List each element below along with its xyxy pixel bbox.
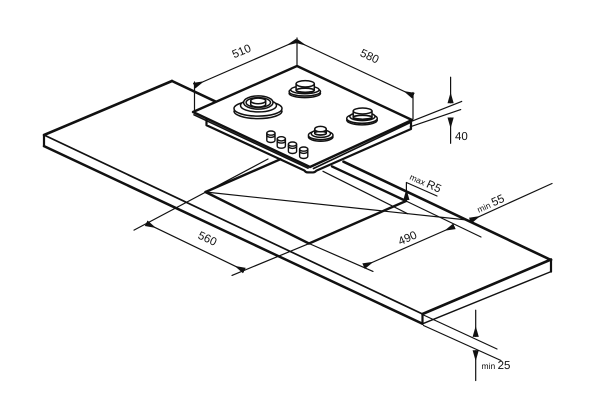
svg-text:max R5: max R5 [408,171,443,196]
svg-text:min 55: min 55 [475,193,506,216]
svg-text:40: 40 [455,131,468,143]
svg-text:510: 510 [231,43,253,62]
svg-text:min 25: min 25 [482,360,511,372]
svg-text:580: 580 [358,47,380,66]
svg-text:560: 560 [196,230,218,249]
svg-text:490: 490 [397,229,419,248]
